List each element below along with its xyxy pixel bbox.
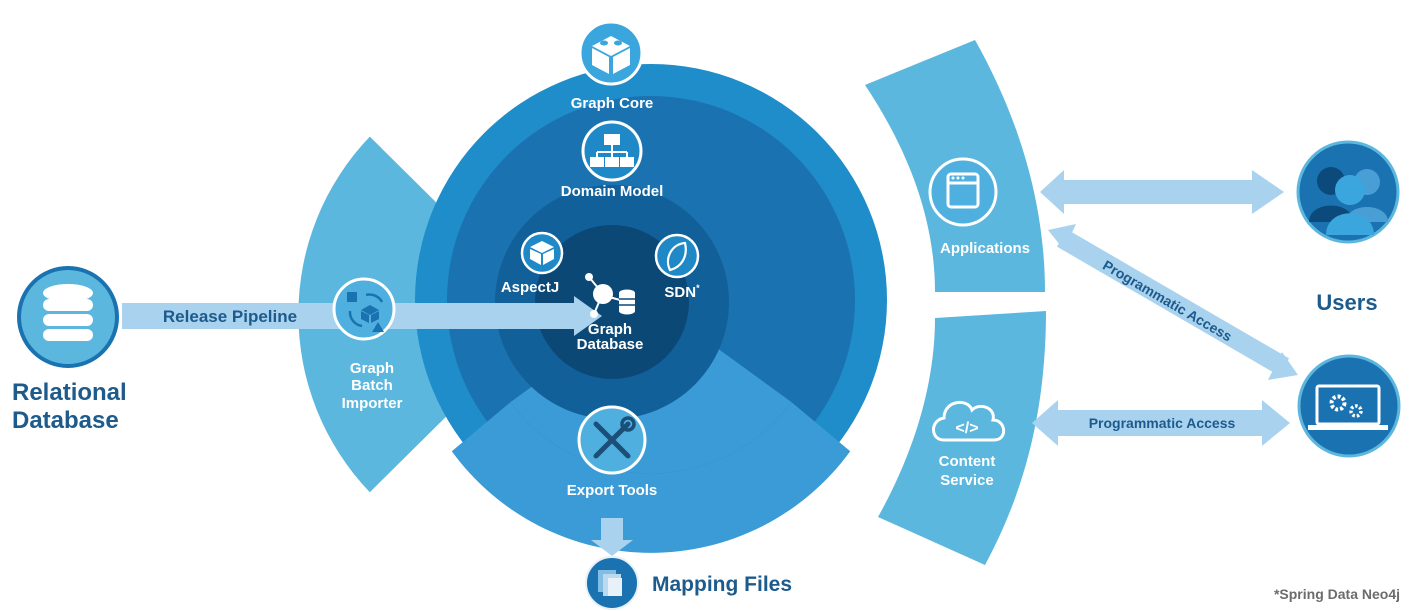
mapping-files-label: Mapping Files: [652, 573, 792, 596]
release-pipeline-arrowhead: [574, 296, 602, 336]
content-service-label-line1: Content: [939, 453, 996, 470]
content-service-band: [878, 311, 1046, 565]
tools-icon: [593, 416, 636, 459]
users-icon: [1309, 167, 1388, 235]
users-label: Users: [1316, 290, 1377, 315]
release-pipeline-label: Release Pipeline: [163, 307, 297, 326]
importer-label-line1: Graph: [350, 360, 394, 377]
laptop-icon-circle: [1297, 354, 1401, 458]
users-arrow-shaft: [1062, 180, 1254, 204]
graph-core-label: Graph Core: [571, 95, 654, 112]
domain-model-label: Domain Model: [561, 183, 664, 200]
core-circle: [535, 225, 689, 379]
importer-label-line3: Importer: [342, 395, 403, 412]
svg-text:</>: </>: [955, 420, 978, 437]
app-window-icon: [946, 172, 980, 209]
leaf-icon: [666, 241, 687, 272]
content-service-label-line2: Service: [940, 472, 993, 489]
graph-database-icon: [585, 273, 635, 318]
footnote: *Spring Data Neo4j: [1274, 586, 1400, 602]
mapping-down-arrow-shaft: [601, 518, 623, 542]
applications-label: Applications: [940, 240, 1030, 257]
mapping-down-arrow-head: [591, 540, 633, 556]
relational-db-label-line2: Database: [12, 407, 119, 434]
laptop-gears-icon: [1308, 384, 1388, 430]
sdn-icon-circle: [654, 233, 700, 279]
sdn-label: SDN*: [664, 283, 700, 301]
database-icon: [43, 284, 93, 341]
users-arrow-head-left: [1040, 170, 1064, 214]
applications-icon-circle: [928, 157, 998, 227]
export-tools-label: Export Tools: [567, 482, 658, 499]
relational-db-label-line1: Relational: [12, 379, 127, 406]
code-cloud-icon: </>: [932, 401, 1006, 442]
export-tools-band: [451, 402, 851, 553]
documents-icon: [598, 570, 622, 596]
programmatic-access-horizontal-shaft: [1056, 410, 1266, 436]
programmatic-access-horizontal-label: Programmatic Access: [1089, 415, 1236, 431]
hierarchy-icon: [590, 134, 634, 167]
programmatic-access-horizontal-head-left: [1032, 400, 1058, 446]
importer-label-line2: Batch: [351, 377, 393, 394]
users-arrow-head-right: [1252, 170, 1284, 214]
programmatic-access-diagonal-label: Programmatic Access: [1100, 257, 1235, 345]
programmatic-access-horizontal-head-right: [1262, 400, 1290, 446]
programmatic-access-diagonal-arrow: Programmatic Access: [1048, 224, 1298, 380]
graph-database-label-line1: Graph: [588, 321, 632, 338]
batch-import-icon: [347, 292, 384, 332]
lego-brick-icon: [592, 36, 630, 74]
aspectj-label: AspectJ: [501, 279, 559, 296]
lego-brick-icon: [530, 241, 554, 265]
graph-database-label-line2: Database: [577, 336, 644, 353]
